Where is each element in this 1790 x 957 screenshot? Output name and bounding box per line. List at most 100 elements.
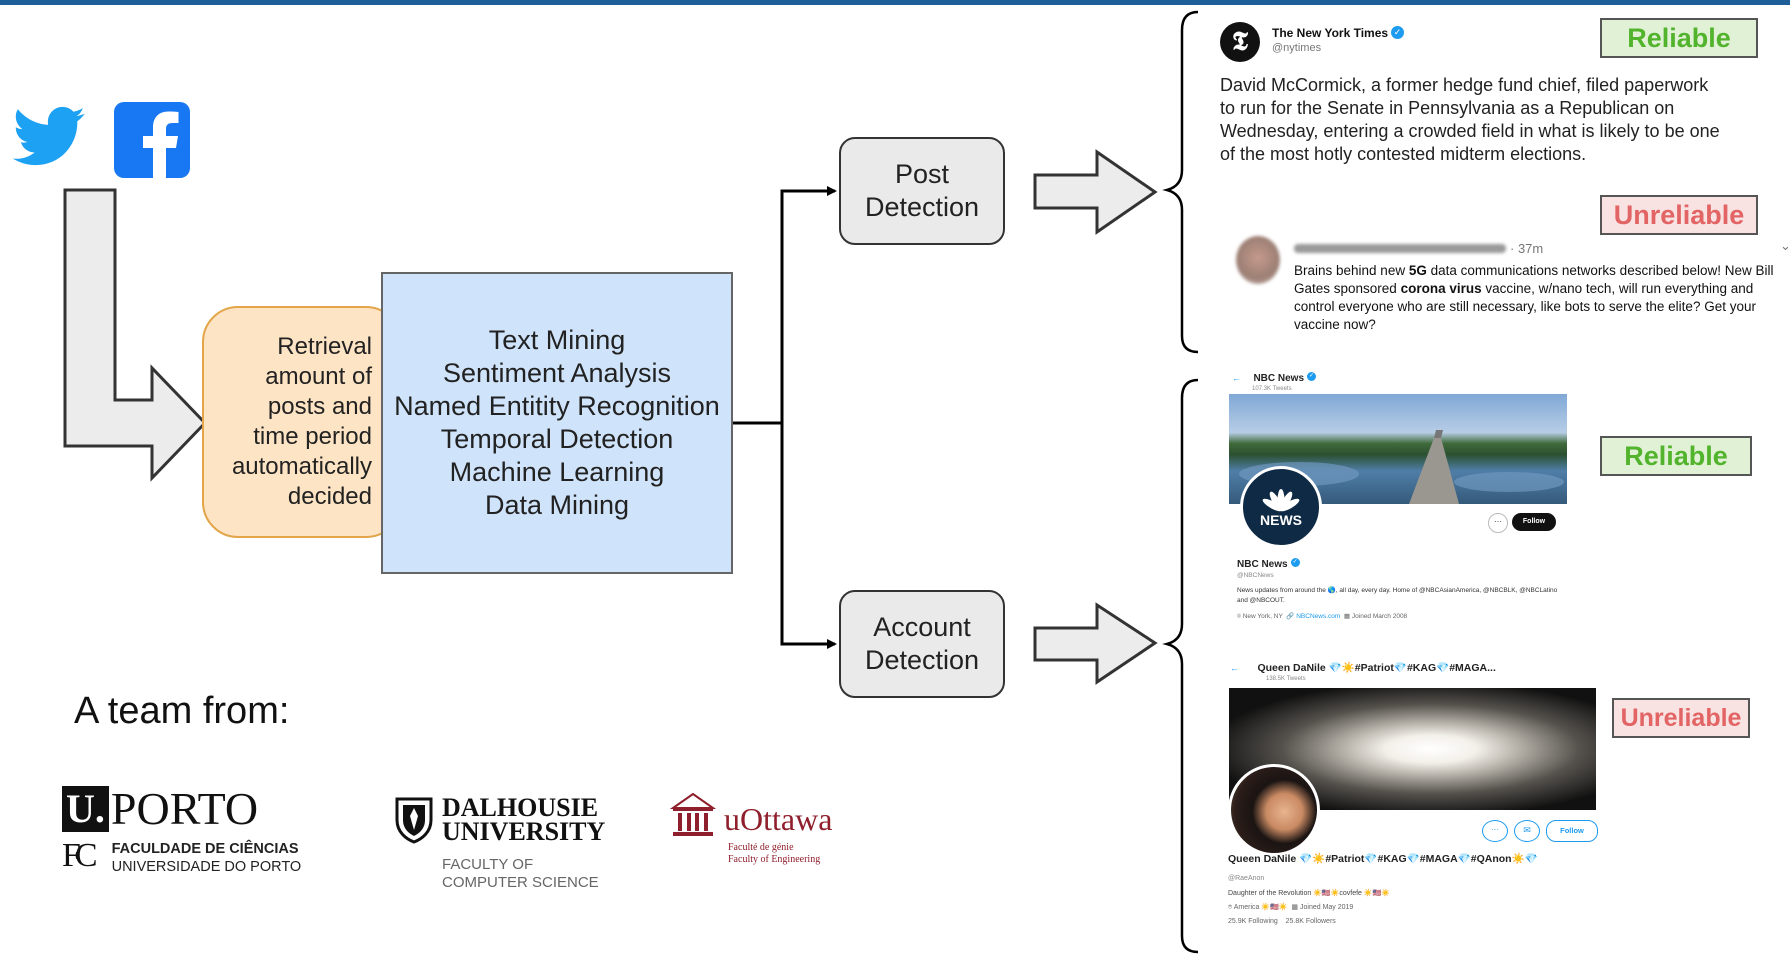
location-icon: ⌾: [1228, 904, 1233, 911]
queen-bio: Daughter of the Revolution ☀️🇺🇸☀️covfefe…: [1228, 890, 1391, 897]
link-icon: 🔗: [1286, 613, 1295, 620]
unreliable-label: Unreliable: [1612, 698, 1750, 738]
retrieval-line: Retrieval: [277, 333, 372, 360]
uottawa-logo: uOttawa Faculté de génie Faculty of Engi…: [670, 790, 832, 866]
reliable-label: Reliable: [1600, 18, 1758, 58]
nyt-header: The New York Times✓ @nytimes: [1272, 24, 1405, 54]
unreliable-label-text: Unreliable: [1620, 703, 1742, 732]
result-arrow: [1033, 602, 1158, 685]
post-text-bold: 5G: [1408, 263, 1427, 278]
verified-icon: ✓: [1290, 558, 1300, 568]
peacock-icon: [1262, 489, 1300, 512]
more-options-icon[interactable]: ···: [1482, 820, 1508, 842]
nbc-handle: @NBCNews: [1237, 572, 1274, 579]
dalhousie-logo: DALHOUSIE UNIVERSITY FACULTY OF COMPUTER…: [394, 793, 606, 892]
dalhousie-line2: UNIVERSITY: [442, 817, 606, 846]
account-detection-line2: Detection: [864, 645, 980, 675]
nbc-joined: Joined March 2008: [1351, 613, 1408, 620]
fc-mark: FC: [62, 837, 98, 874]
method-item: Text Mining: [488, 325, 626, 355]
location-icon: ⌾: [1237, 613, 1241, 620]
queen-location: America ☀️🇺🇸☀️: [1233, 904, 1288, 911]
back-arrow-icon[interactable]: ←: [1232, 373, 1241, 383]
queen-profile-name: Queen DaNile 💎☀️#Patriot💎#KAG💎#MAGA💎#QAn…: [1228, 853, 1538, 865]
method-item: Sentiment Analysis: [442, 358, 672, 388]
nbc-meta: ⌾ New York, NY 🔗 NBCNews.com ▦ Joined Ma…: [1237, 612, 1567, 621]
nbc-bio: News updates from around the 🌎, all day,…: [1237, 587, 1558, 604]
shield-icon: [395, 797, 433, 844]
verified-icon: ✓: [1307, 372, 1317, 382]
queen-joined: Joined May 2019: [1300, 904, 1354, 911]
message-icon[interactable]: ✉: [1514, 820, 1540, 842]
queen-header: ← Queen DaNile 💎☀️#Patriot💎#KAG💎#MAGA...…: [1230, 658, 1496, 682]
more-options-icon[interactable]: ···: [1488, 513, 1508, 533]
uottawa-sub1: Faculté de génie: [728, 842, 794, 853]
queen-meta: ⌾ America ☀️🇺🇸☀️ ▦ Joined May 2019: [1228, 903, 1538, 912]
method-item: Data Mining: [484, 490, 630, 520]
nbc-avatar-text: NEWS: [1260, 512, 1302, 528]
building-icon: [670, 792, 716, 836]
brace: [1162, 378, 1199, 954]
retrieval-box: Retrieval amount of posts and time perio…: [202, 306, 402, 538]
post-text-bold: corona virus: [1400, 281, 1482, 296]
retrieval-line: time period: [253, 423, 372, 450]
unreliable-label: Unreliable: [1600, 195, 1758, 235]
uottawa-sub2: Faculty of Engineering: [728, 854, 821, 865]
reliable-label: Reliable: [1600, 436, 1752, 476]
reliable-label-text: Reliable: [1624, 440, 1728, 471]
nyt-logo: 𝕿: [1220, 22, 1260, 62]
nyt-logo-glyph: 𝕿: [1232, 27, 1248, 57]
method-item: Machine Learning: [449, 457, 665, 487]
queen-stats: 25.9K Following 25.8K Followers: [1228, 918, 1538, 925]
uporto-name: PORTO: [110, 783, 259, 834]
fc-line1: FACULDADE DE CIÊNCIAS: [111, 841, 299, 857]
retrieval-line: decided: [287, 483, 372, 510]
post-time: · 37m: [1510, 241, 1544, 256]
uporto-mark: U.: [62, 786, 109, 832]
post-detection-line2: Detection: [864, 192, 980, 222]
unreliable-post-text: Brains behind new 5G data communications…: [1294, 262, 1784, 334]
post-text-part: Brains behind new: [1294, 263, 1409, 278]
methods-box: Text Mining Sentiment Analysis Named Ent…: [381, 272, 733, 574]
nbc-avatar: NEWS: [1240, 466, 1322, 548]
blurred-avatar: [1236, 236, 1280, 284]
account-detection-line1: Account: [873, 612, 971, 642]
dalhousie-line1: DALHOUSIE: [442, 793, 599, 822]
nbc-follow-button[interactable]: Follow: [1512, 513, 1556, 531]
facebook-icon: [114, 102, 190, 178]
back-arrow-icon[interactable]: ←: [1230, 663, 1239, 673]
twitter-icon: [12, 106, 85, 166]
post-text-part: data communications networks described b…: [1294, 263, 1774, 296]
retrieval-line: posts and: [267, 393, 372, 420]
nyt-name: The New York Times: [1272, 26, 1389, 40]
nbc-tweets-count: 107.3K Tweets: [1252, 386, 1292, 392]
nbc-website[interactable]: NBCNews.com: [1296, 613, 1341, 620]
branch-line: [733, 186, 837, 425]
reliable-label-text: Reliable: [1627, 22, 1731, 53]
uporto-logo: U. PORTO FC FACULDADE DE CIÊNCIAS UNIVER…: [62, 786, 301, 878]
chevron-down-icon[interactable]: ⌄: [1780, 238, 1790, 253]
queen-followers[interactable]: 25.8K Followers: [1285, 918, 1336, 925]
top-bar: [0, 0, 1790, 5]
post-text-part: vaccine, w/nano tech, will run everythin…: [1294, 281, 1756, 332]
verified-icon: ✓: [1391, 26, 1405, 40]
queen-follow-button[interactable]: Follow: [1546, 820, 1598, 842]
nyt-handle: @nytimes: [1272, 42, 1322, 54]
post-detection-line1: Post: [894, 159, 950, 189]
queen-profile-info: Queen DaNile 💎☀️#Patriot💎#KAG💎#MAGA💎#QAn…: [1228, 852, 1538, 925]
nbc-header-name: NBC News: [1253, 373, 1305, 384]
blurred-username: [1294, 244, 1506, 253]
calendar-icon: ▦: [1343, 613, 1351, 620]
result-arrow: [1033, 149, 1158, 235]
nbc-profile-name: NBC News: [1237, 559, 1288, 570]
branch-line: [780, 423, 837, 649]
nbc-profile-info: NBC News✓ @NBCNews News updates from aro…: [1237, 554, 1567, 621]
queen-tweets-count: 138.5K Tweets: [1266, 676, 1306, 682]
fc-text: FACULDADE DE CIÊNCIAS UNIVERSIDADE DO PO…: [112, 840, 302, 876]
input-arrow: [63, 188, 208, 482]
uottawa-name: uOttawa: [724, 801, 833, 837]
queen-header-name: Queen DaNile 💎☀️#Patriot💎#KAG💎#MAGA...: [1257, 662, 1496, 674]
brace: [1162, 10, 1199, 354]
queen-following[interactable]: 25.9K Following: [1228, 918, 1278, 925]
